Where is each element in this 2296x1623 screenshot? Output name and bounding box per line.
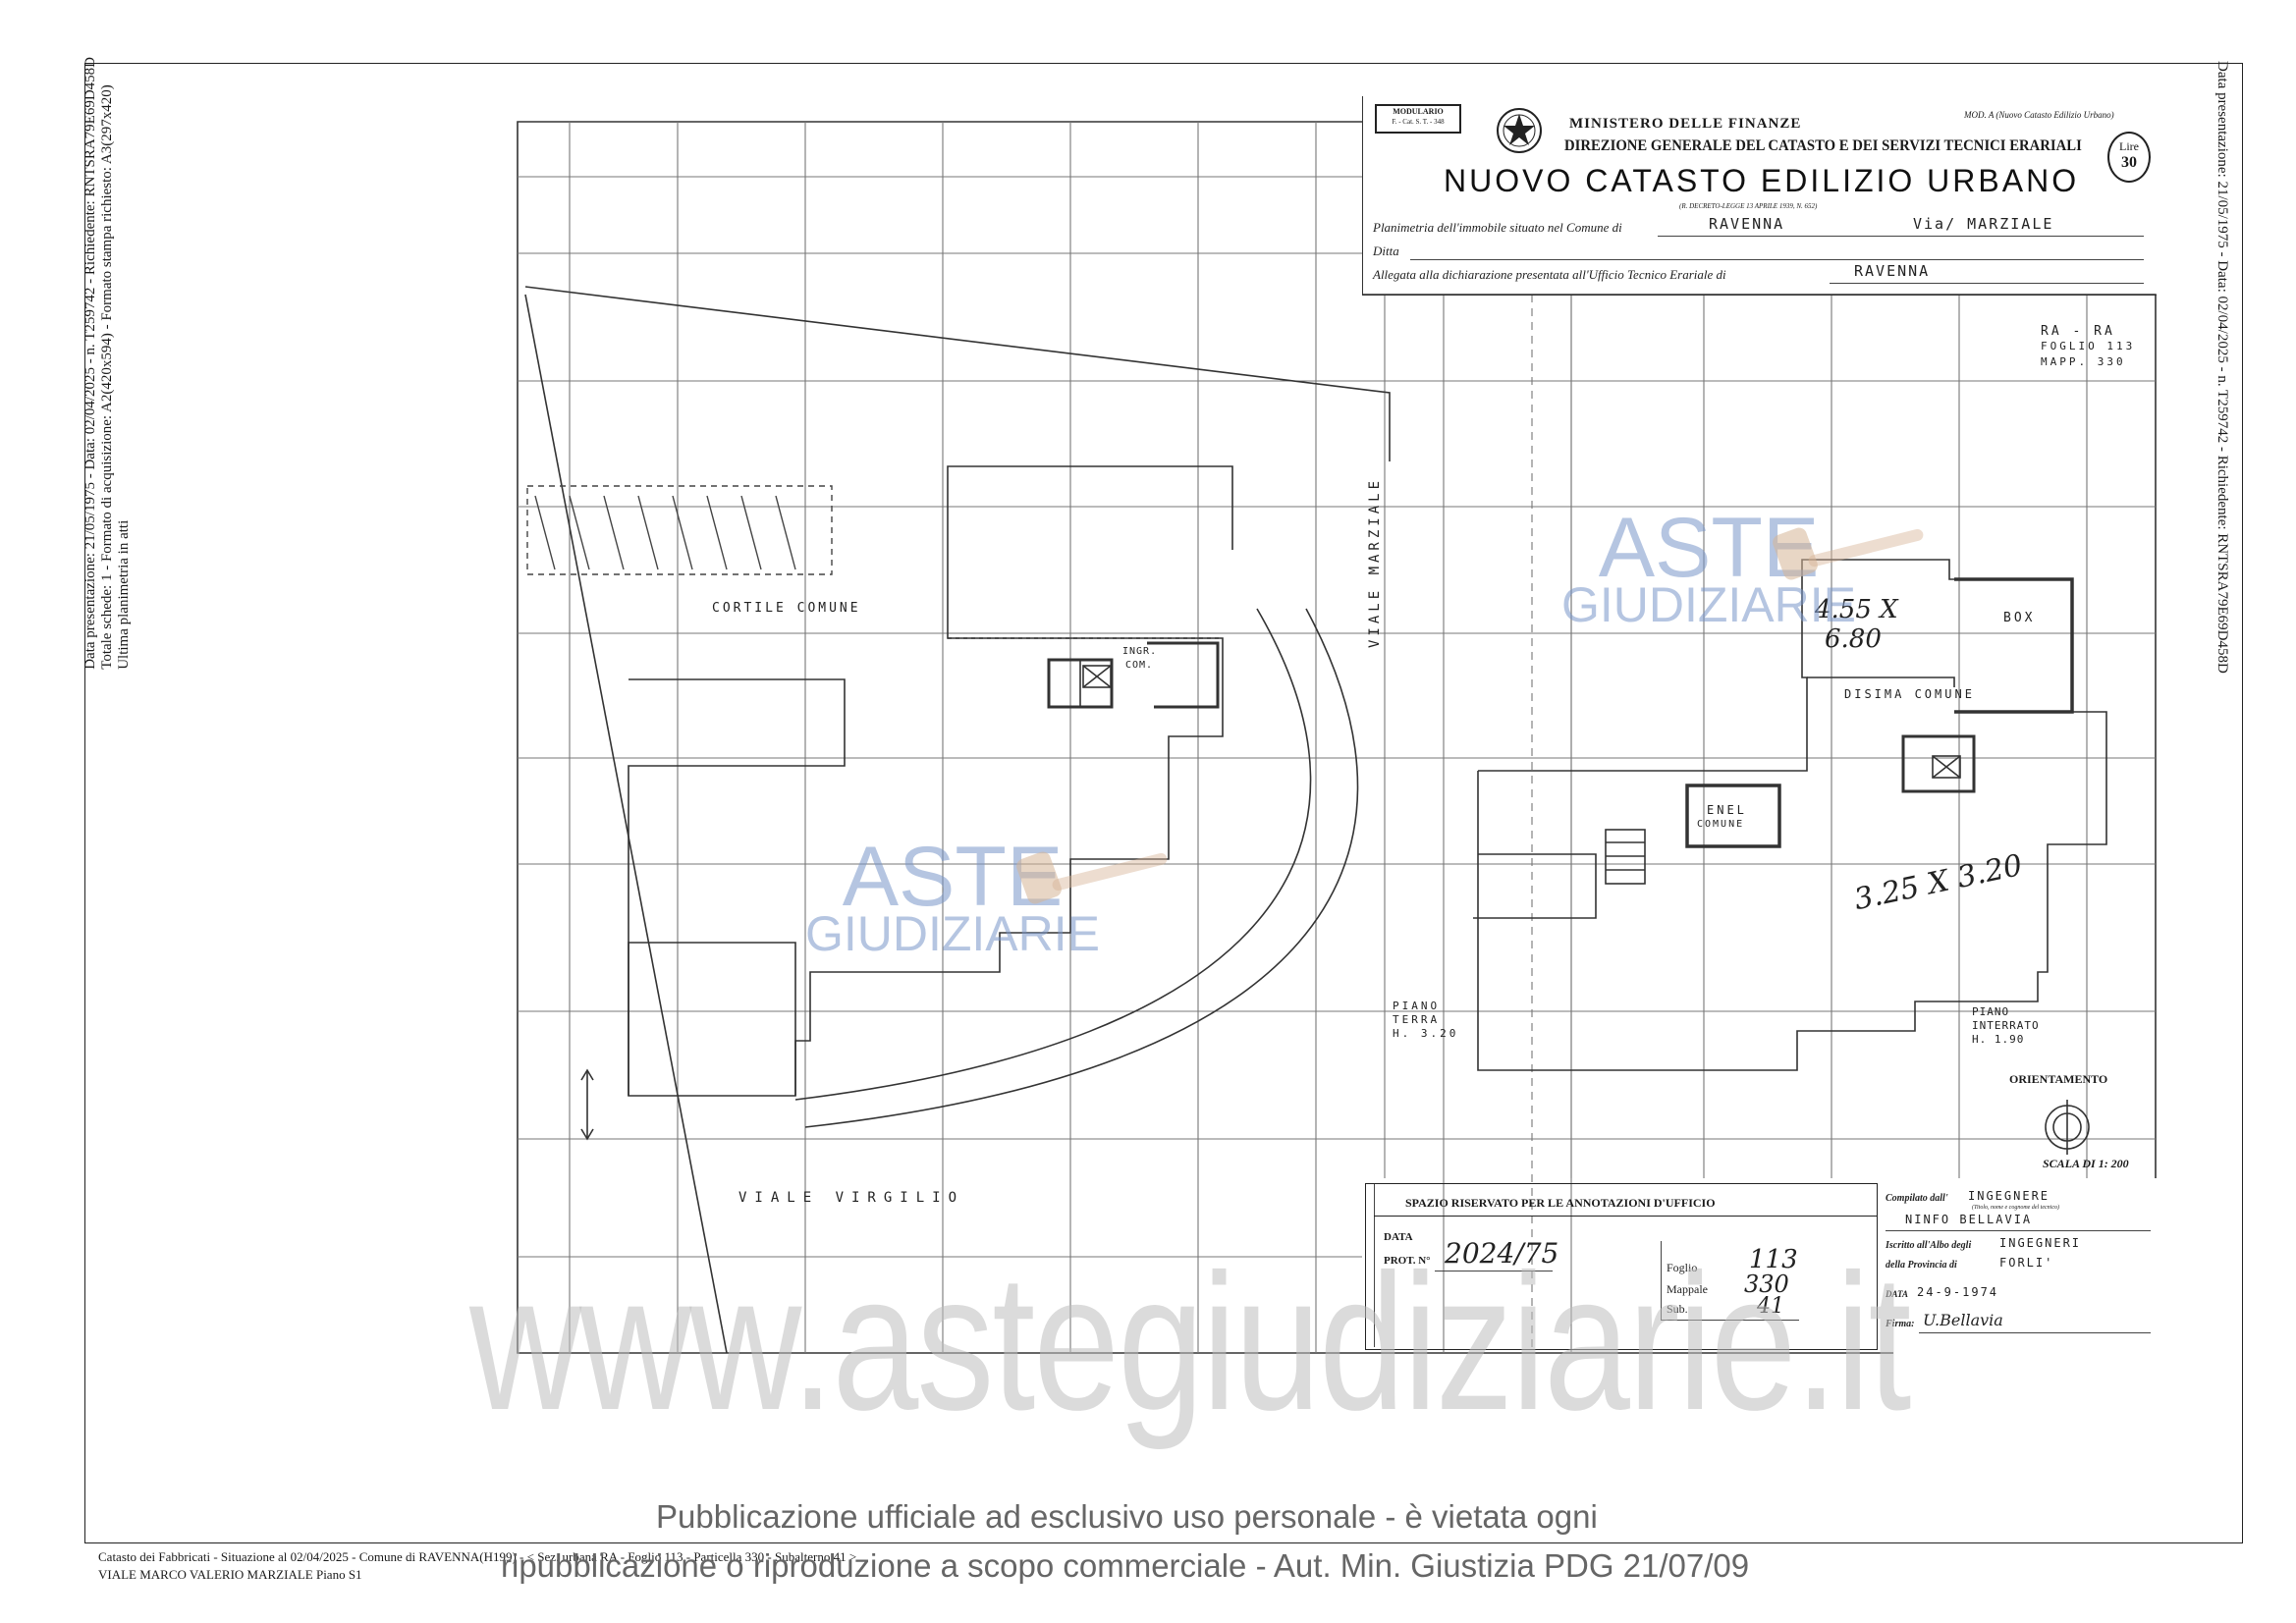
- compiler-data-value: 24-9-1974: [1917, 1285, 1999, 1299]
- ditta-underline: [1410, 259, 2144, 260]
- box-label: BOX: [2003, 611, 2036, 625]
- sub-label: Sub.: [1667, 1302, 1688, 1316]
- foglio-value: 113: [1749, 1245, 1798, 1274]
- office-title-rule: [1374, 1216, 1877, 1217]
- publication-notice-1: Pubblicazione ufficiale ad esclusivo uso…: [656, 1498, 1598, 1535]
- piano-interrato-3: H. 1.90: [1972, 1033, 2025, 1046]
- mappale-label: Mappale: [1667, 1282, 1708, 1296]
- document-title: NUOVO CATASTO EDILIZIO URBANO: [1444, 163, 2080, 198]
- office-annotations: SPAZIO RISERVATO PER LE ANNOTAZIONI D'UF…: [1365, 1183, 1878, 1350]
- firma-underline: [1919, 1332, 2151, 1333]
- piano-terra-2: TERRA: [1393, 1013, 1441, 1026]
- compiler-nome: NINFO BELLAVIA: [1905, 1213, 2033, 1226]
- right-margin-line: Data presentazione: 21/05/1975 - Data: 0…: [2214, 61, 2230, 674]
- modulario-box: MODULARIO F. - Cat. S. T. - 348: [1375, 104, 1461, 134]
- piano-interrato-2: INTERRATO: [1972, 1019, 2040, 1032]
- sub-value: 41: [1757, 1294, 1784, 1319]
- republic-emblem-icon: [1496, 104, 1543, 157]
- plan-frame: [517, 121, 1893, 1354]
- office-inner: [1374, 1184, 1876, 1347]
- provincia-label: della Provincia di: [1886, 1260, 1957, 1271]
- right-margin-info: Data presentazione: 21/05/1975 - Data: 0…: [2214, 61, 2230, 674]
- comune-value: RAVENNA: [1709, 215, 1785, 233]
- compiler-block: Compilato dall' INGEGNERE (Titolo, nome …: [1884, 1183, 2154, 1348]
- model-label: MOD. A (Nuovo Catasto Edilizio Urbano): [1964, 110, 2114, 120]
- office-data-label: DATA: [1384, 1231, 1413, 1243]
- plan-frame-right: [1362, 294, 2157, 1178]
- publication-notice-2: ripubblicazione o riproduzione a scopo c…: [501, 1547, 1750, 1584]
- compiler-albo: INGEGNERI: [1999, 1236, 2082, 1250]
- compilato-label: Compilato dall': [1886, 1193, 1948, 1204]
- watermark-logo-top: ASTE GIUDIZIARIE: [1542, 506, 1876, 629]
- office-prot-label: PROT. N°: [1384, 1255, 1431, 1267]
- box-dimension-2: 6.80: [1825, 624, 1882, 654]
- allegata-label: Allegata alla dichiarazione presentata a…: [1373, 267, 1726, 282]
- compiler-qualifica: INGEGNERE: [1968, 1189, 2050, 1203]
- box-dimension-1: 4.55 X: [1815, 595, 1898, 624]
- cortile-comune-label: CORTILE COMUNE: [712, 601, 861, 616]
- ref-line-2: FOGLIO 113: [2041, 340, 2136, 352]
- compiler-nome-underline: [1886, 1230, 2151, 1231]
- footer-line-2: VIALE MARCO VALERIO MARZIALE Piano S1: [98, 1567, 362, 1582]
- foglio-box: [1661, 1241, 1799, 1321]
- disimpegno-label: DISIMA COMUNE: [1844, 687, 1975, 701]
- ufficio-value: RAVENNA: [1854, 262, 1931, 280]
- ingr-label-2: COM.: [1125, 660, 1154, 671]
- watermark-url: www.astegiudiziarie.it: [469, 1234, 1911, 1451]
- stamp-value: 30: [2121, 154, 2137, 171]
- ditta-label: Ditta: [1373, 243, 1399, 258]
- orientamento-label: ORIENTAMENTO: [2009, 1072, 2108, 1086]
- enel-label-2: COMUNE: [1697, 819, 1745, 830]
- watermark-logo-middle-word2: GIUDIZIARIE: [804, 906, 1101, 961]
- document-frame: [84, 63, 2243, 1543]
- ministry-label: MINISTERO DELLE FINANZE: [1569, 116, 1802, 132]
- gavel-icon-middle: [1011, 844, 1178, 918]
- viale-virgilio-label: VIALE VIRGILIO: [738, 1190, 965, 1206]
- planimetria-label: Planimetria dell'immobile situato nel Co…: [1373, 220, 1622, 235]
- enel-label-1: ENEL: [1707, 803, 1747, 817]
- stamp-label: Lire: [2119, 139, 2139, 153]
- piano-terra-3: H. 3.20: [1393, 1027, 1459, 1040]
- piano-interrato-1: PIANO: [1972, 1005, 2010, 1018]
- stamp-box: Lire 30: [2107, 132, 2151, 183]
- ref-line-3: MAPP. 330: [2041, 355, 2126, 368]
- firma-label: Firma:: [1886, 1319, 1915, 1329]
- compiler-note: (Titolo, nome e cognome del tecnico): [1972, 1205, 2059, 1211]
- scala-label: SCALA DI 1: 200: [2043, 1157, 2129, 1170]
- piano-terra-1: PIANO: [1393, 1000, 1441, 1012]
- gavel-icon: [1768, 520, 1935, 594]
- via-value: Via/ MARZIALE: [1913, 215, 2054, 233]
- footer-line-1: Catasto dei Fabbricati - Situazione al 0…: [98, 1549, 857, 1564]
- decree-label: (R. DECRETO-LEGGE 13 APRILE 1939, N. 652…: [1679, 202, 1818, 210]
- compiler-provincia: FORLI': [1999, 1256, 2054, 1270]
- planimetria-underline: [1658, 236, 2144, 237]
- ref-line-1: RA - RA: [2041, 324, 2115, 339]
- iscritto-label: Iscritto all'Albo degli: [1886, 1240, 1972, 1251]
- watermark-logo-top-word2: GIUDIZIARIE: [1560, 577, 1857, 632]
- firma-value: U.Bellavia: [1923, 1311, 2003, 1329]
- header-block: MODULARIO F. - Cat. S. T. - 348 MINISTER…: [1362, 96, 2157, 296]
- compiler-data-label: DATA: [1886, 1289, 1909, 1299]
- foglio-label: Foglio: [1667, 1261, 1698, 1274]
- ingr-label-1: INGR.: [1122, 646, 1158, 657]
- direction-label: DIREZIONE GENERALE DEL CATASTO E DEI SER…: [1564, 137, 2082, 154]
- mappale-value: 330: [1744, 1271, 1789, 1298]
- viale-marziale-label: VIALE MARZIALE: [1367, 476, 1383, 648]
- office-prot-value: 2024/75: [1445, 1237, 1559, 1270]
- modulario-code: F. - Cat. S. T. - 348: [1392, 118, 1445, 126]
- modulario-label: MODULARIO: [1393, 107, 1444, 116]
- office-title: SPAZIO RISERVATO PER LE ANNOTAZIONI D'UF…: [1405, 1196, 1716, 1210]
- allegata-underline: [1830, 283, 2144, 284]
